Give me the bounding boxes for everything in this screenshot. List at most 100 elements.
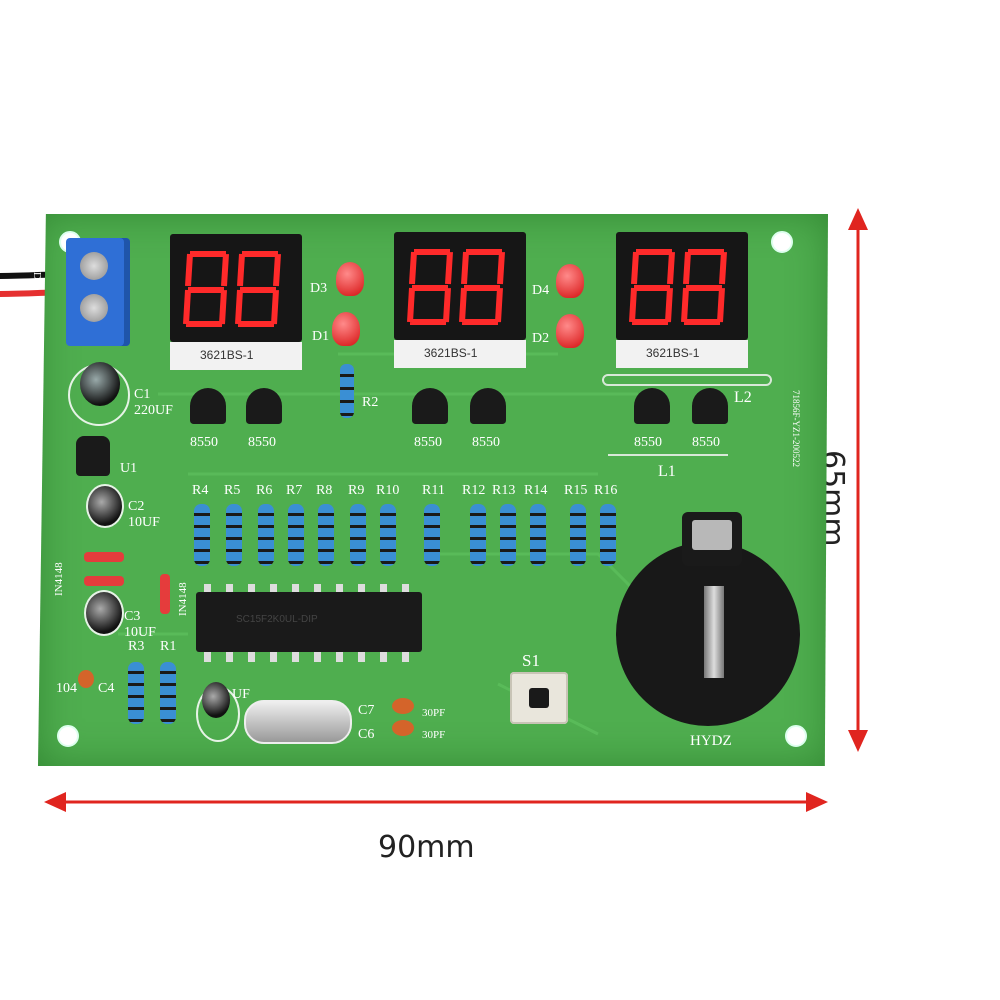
label-r5: R5 [224, 483, 241, 498]
transistor [190, 388, 226, 424]
label-u1: U1 [120, 461, 138, 476]
transistor [692, 388, 728, 424]
led-d2 [556, 314, 584, 348]
seven-segment-digits [407, 249, 505, 325]
label-c6: C6 [358, 727, 375, 742]
label-c2-value: 10UF [128, 515, 160, 530]
chip-marking: SC15F2K0UL-DIP [236, 614, 318, 625]
capacitor-c5-body [202, 682, 230, 718]
capacitor-c3 [84, 590, 124, 636]
display-2: 3621BS-1 [394, 232, 526, 368]
resistor [380, 504, 396, 566]
transistor-label: 8550 [414, 435, 442, 450]
led-d1 [332, 312, 360, 346]
capacitor-c7 [392, 698, 414, 714]
resistor-r3 [128, 662, 144, 724]
resistor [530, 504, 546, 566]
diode [84, 552, 124, 562]
led-label-d4: D4 [532, 283, 550, 298]
label-c1: C1 [134, 387, 151, 402]
label-r7: R7 [286, 483, 303, 498]
width-label: 90mm [378, 830, 475, 865]
terminal-label-gnd: GND [31, 256, 43, 280]
label-r4: R4 [192, 483, 209, 498]
capacitor-c6 [392, 720, 414, 736]
led-label-d3: D3 [310, 281, 328, 296]
resistor [226, 504, 242, 566]
display-model-label: 3621BS-1 [424, 346, 478, 360]
transistor-label: 8550 [692, 435, 720, 450]
label-c4: C4 [98, 681, 115, 696]
led-d3 [336, 262, 364, 296]
battery-contact [704, 586, 724, 678]
label-r10: R10 [376, 483, 400, 498]
brand-label: HYDZ [690, 733, 732, 749]
resistor [318, 504, 334, 566]
label-l1: L1 [658, 463, 676, 480]
label-c5-value: UF [232, 687, 250, 702]
label-c2: C2 [128, 499, 145, 514]
capacitor-c1-body [80, 362, 120, 406]
display-model-label: 3621BS-1 [646, 346, 700, 360]
label-r13: R13 [492, 483, 516, 498]
label-l2: L2 [734, 389, 752, 406]
coin-cell-battery-holder [616, 512, 800, 726]
resistor [600, 504, 616, 566]
transistor [470, 388, 506, 424]
capacitor-c2 [86, 484, 124, 528]
capacitor-c4 [78, 670, 94, 688]
display-1: 3621BS-1 [170, 234, 302, 370]
label-r1: R1 [160, 639, 177, 654]
label-r6: R6 [256, 483, 273, 498]
transistor [412, 388, 448, 424]
label-diode-2: IN4148 [177, 582, 189, 616]
resistor-row [190, 504, 630, 574]
label-r15: R15 [564, 483, 588, 498]
resistor-r2 [340, 364, 354, 418]
height-arrow [848, 208, 868, 752]
label-c4-value: 104 [56, 681, 77, 696]
terminal-label-vcc: VCC [31, 318, 43, 341]
led-d4 [556, 264, 584, 298]
microcontroller-chip: SC15F2K0UL-DIP [196, 584, 422, 668]
label-diode-1: IN4148 [53, 562, 65, 596]
label-c7-value: 30PF [422, 707, 446, 719]
label-c3: C3 [124, 609, 141, 624]
label-r3: R3 [128, 639, 145, 654]
resistor [570, 504, 586, 566]
display-3: 3621BS-1 [616, 232, 748, 368]
board-code: 71856F-YZ1-200522 [791, 390, 801, 467]
transistor [246, 388, 282, 424]
resistor [470, 504, 486, 566]
transistor [634, 388, 670, 424]
label-r11: R11 [422, 483, 445, 498]
seven-segment-digits [183, 251, 281, 327]
push-button-s1[interactable] [510, 672, 568, 724]
resistor [500, 504, 516, 566]
transistor-label: 8550 [248, 435, 276, 450]
label-r8: R8 [316, 483, 333, 498]
label-r16: R16 [594, 483, 618, 498]
label-r12: R12 [462, 483, 486, 498]
resistor-r1 [160, 662, 176, 724]
led-label-d2: D2 [532, 331, 550, 346]
label-r9: R9 [348, 483, 365, 498]
led-label-d1: D1 [312, 329, 330, 344]
display-model-label: 3621BS-1 [200, 348, 254, 362]
button-cap[interactable] [529, 688, 549, 708]
label-r2: R2 [362, 395, 379, 410]
diode-vertical [160, 574, 170, 614]
resistor-label-row: R4 R5 R6 R7 R8 R9 R10 R11 R12 R13 R14 R1… [190, 484, 630, 504]
width-arrow [44, 792, 828, 812]
resistor [258, 504, 274, 566]
l1-outline [608, 454, 728, 456]
transistor-label: 8550 [472, 435, 500, 450]
resistor [194, 504, 210, 566]
resistor [350, 504, 366, 566]
label-c6-value: 30PF [422, 729, 446, 741]
transistor-label: 8550 [634, 435, 662, 450]
label-c3-value: 10UF [124, 625, 156, 640]
label-c7: C7 [358, 703, 375, 718]
seven-segment-digits [629, 249, 727, 325]
